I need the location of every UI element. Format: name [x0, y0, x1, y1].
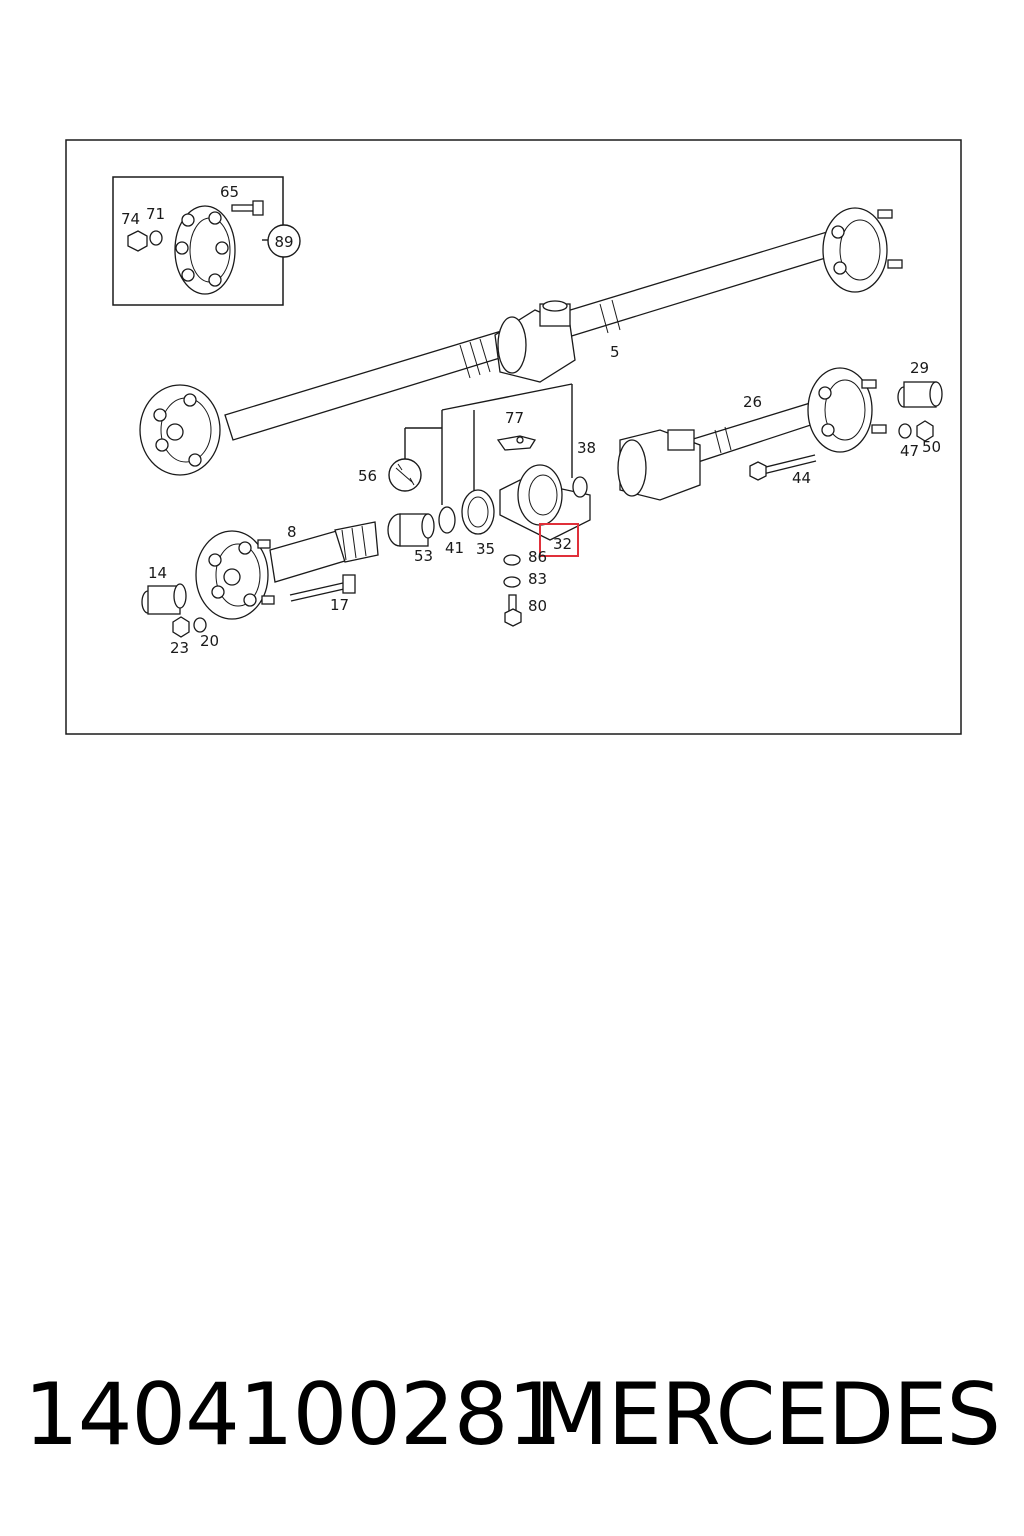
- label-part-83: 83: [528, 570, 547, 588]
- label-part-77: 77: [505, 409, 524, 427]
- label-part-74: 74: [121, 210, 140, 228]
- rear-shaft-section: [617, 367, 943, 501]
- diagram-frame: [65, 139, 962, 735]
- label-part-65: 65: [220, 183, 239, 201]
- label-part-38: 38: [577, 439, 596, 457]
- label-part-56: 56: [358, 467, 377, 485]
- label-part-14: 14: [148, 564, 167, 582]
- label-part-41: 41: [445, 539, 464, 557]
- label-part-47: 47: [900, 442, 919, 460]
- main-propeller-shaft: [139, 207, 903, 476]
- front-shaft-section: [141, 521, 379, 638]
- brand-name: MERCEDES: [534, 1365, 1001, 1465]
- label-part-23: 23: [170, 639, 189, 657]
- label-part-80: 80: [528, 597, 547, 615]
- label-part-26: 26: [743, 393, 762, 411]
- label-part-17: 17: [330, 596, 349, 614]
- label-part-8: 8: [287, 523, 297, 541]
- label-part-32: 32: [553, 535, 572, 553]
- label-part-71: 71: [146, 205, 165, 223]
- inset-flex-disc-detail: 89: [112, 176, 301, 306]
- label-part-29: 29: [910, 359, 929, 377]
- label-part-44: 44: [792, 469, 811, 487]
- exploded-parts-diagram: 89: [65, 139, 962, 735]
- highlight-box-part-32: [539, 523, 579, 557]
- part-number: 1404100281: [24, 1365, 562, 1465]
- label-part-50: 50: [922, 438, 941, 456]
- label-part-35: 35: [476, 540, 495, 558]
- label-part-5: 5: [610, 343, 620, 361]
- label-part-20: 20: [200, 632, 219, 650]
- part-footer: 1404100281 MERCEDES: [0, 1360, 1024, 1470]
- centre-bearing-exploded: [387, 383, 591, 627]
- callout-89: 89: [274, 233, 293, 251]
- label-part-53: 53: [414, 547, 433, 565]
- label-part-86: 86: [528, 548, 547, 566]
